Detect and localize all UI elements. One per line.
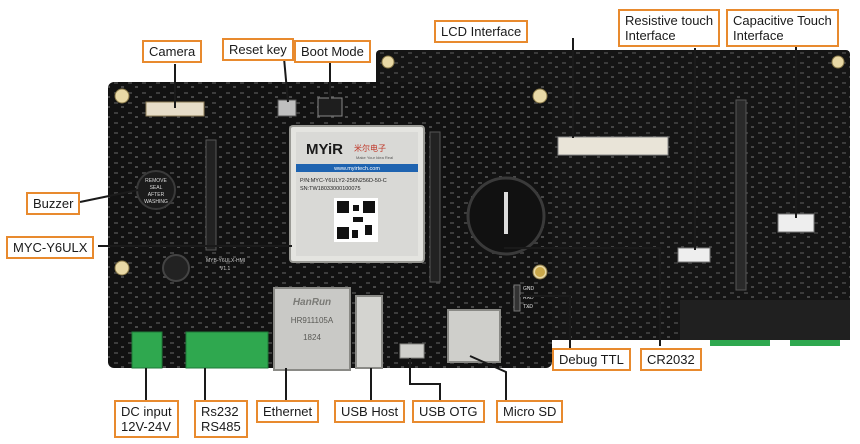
reset-key <box>277 99 297 117</box>
uart-gnd: GND <box>523 286 535 292</box>
label-dc-input-line1: DC input <box>121 404 172 419</box>
uart-txd: TXD <box>523 304 533 310</box>
module-pn: P/N:MYC-Y6ULY2-256N256D-50-C <box>300 178 387 184</box>
module-sn: SN:TW18033000100075 <box>300 186 361 192</box>
debug-ttl-pins: GND RXD TXD <box>513 284 535 312</box>
ethernet-model: HR911105A <box>291 316 334 325</box>
label-resistive-touch-line1: Resistive touch <box>625 13 714 28</box>
qr-code <box>334 198 378 242</box>
ethernet-date: 1824 <box>303 333 321 342</box>
rs232-rs485-terminal <box>185 331 269 369</box>
board-version: V1.1 <box>220 266 231 272</box>
module-slogan: Make Your Idea Real <box>356 155 393 160</box>
label-buzzer: Buzzer <box>26 192 81 215</box>
label-ethernet: Ethernet <box>256 400 320 423</box>
label-usb-otg: USB OTG <box>412 400 485 423</box>
board-name: MYB-Y6ULX-HMI <box>206 258 245 264</box>
module-url: www.myirtech.com <box>333 166 380 172</box>
label-capacitive-touch-line1: Capacitive Touch <box>733 13 832 28</box>
buzzer-sticker-1: REMOVE <box>145 178 167 184</box>
module-brand: MYiR <box>306 141 343 158</box>
buzzer-sticker-2: SEAL <box>150 185 163 191</box>
label-rs232-rs485: Rs232 RS485 <box>194 400 248 438</box>
lcd-fpc-connector <box>557 136 669 156</box>
uart-rxd: RXD <box>523 295 534 301</box>
label-capacitive-touch-line2: Interface <box>733 28 784 43</box>
label-usb-host: USB Host <box>334 400 406 423</box>
label-micro-sd: Micro SD <box>496 400 564 423</box>
buzzer-sticker-3: AFTER <box>148 192 165 198</box>
label-som: MYC-Y6ULX <box>6 236 95 259</box>
usb-host-port <box>355 295 383 369</box>
som-module: MYiR 米尔电子 Make Your Idea Real www.myirte… <box>289 125 425 263</box>
label-rs232-line1: Rs232 <box>201 404 239 419</box>
label-capacitive-touch: Capacitive Touch Interface <box>726 9 839 47</box>
label-camera: Camera <box>142 40 203 63</box>
gpio-header <box>205 139 217 251</box>
label-debug-ttl: Debug TTL <box>552 348 631 371</box>
inductor <box>162 254 190 282</box>
usb-otg-port <box>399 343 425 359</box>
label-cr2032: CR2032 <box>640 348 702 371</box>
ethernet-brand: HanRun <box>293 297 331 308</box>
label-boot-mode: Boot Mode <box>294 40 371 63</box>
ethernet-jack: HanRun HR911105A 1824 <box>273 287 351 371</box>
buzzer-sticker-4: WASHING <box>144 199 168 205</box>
label-dc-input-line2: 12V-24V <box>121 419 171 434</box>
module-brand-cn: 米尔电子 <box>354 143 386 153</box>
resistive-touch-connector <box>677 247 711 263</box>
leader-lines <box>79 38 797 402</box>
label-rs232-line2: RS485 <box>201 419 241 434</box>
dc-input-terminal <box>131 331 163 369</box>
label-dc-input: DC input 12V-24V <box>114 400 179 438</box>
label-lcd-interface: LCD Interface <box>434 20 529 43</box>
boot-switch <box>317 97 343 117</box>
expansion-header <box>429 131 441 283</box>
header-strip <box>735 99 747 291</box>
label-resistive-touch-line2: Interface <box>625 28 676 43</box>
label-reset-key: Reset key <box>222 38 294 61</box>
micro-sd-slot <box>447 309 501 363</box>
label-resistive-touch: Resistive touch Interface <box>618 9 721 47</box>
